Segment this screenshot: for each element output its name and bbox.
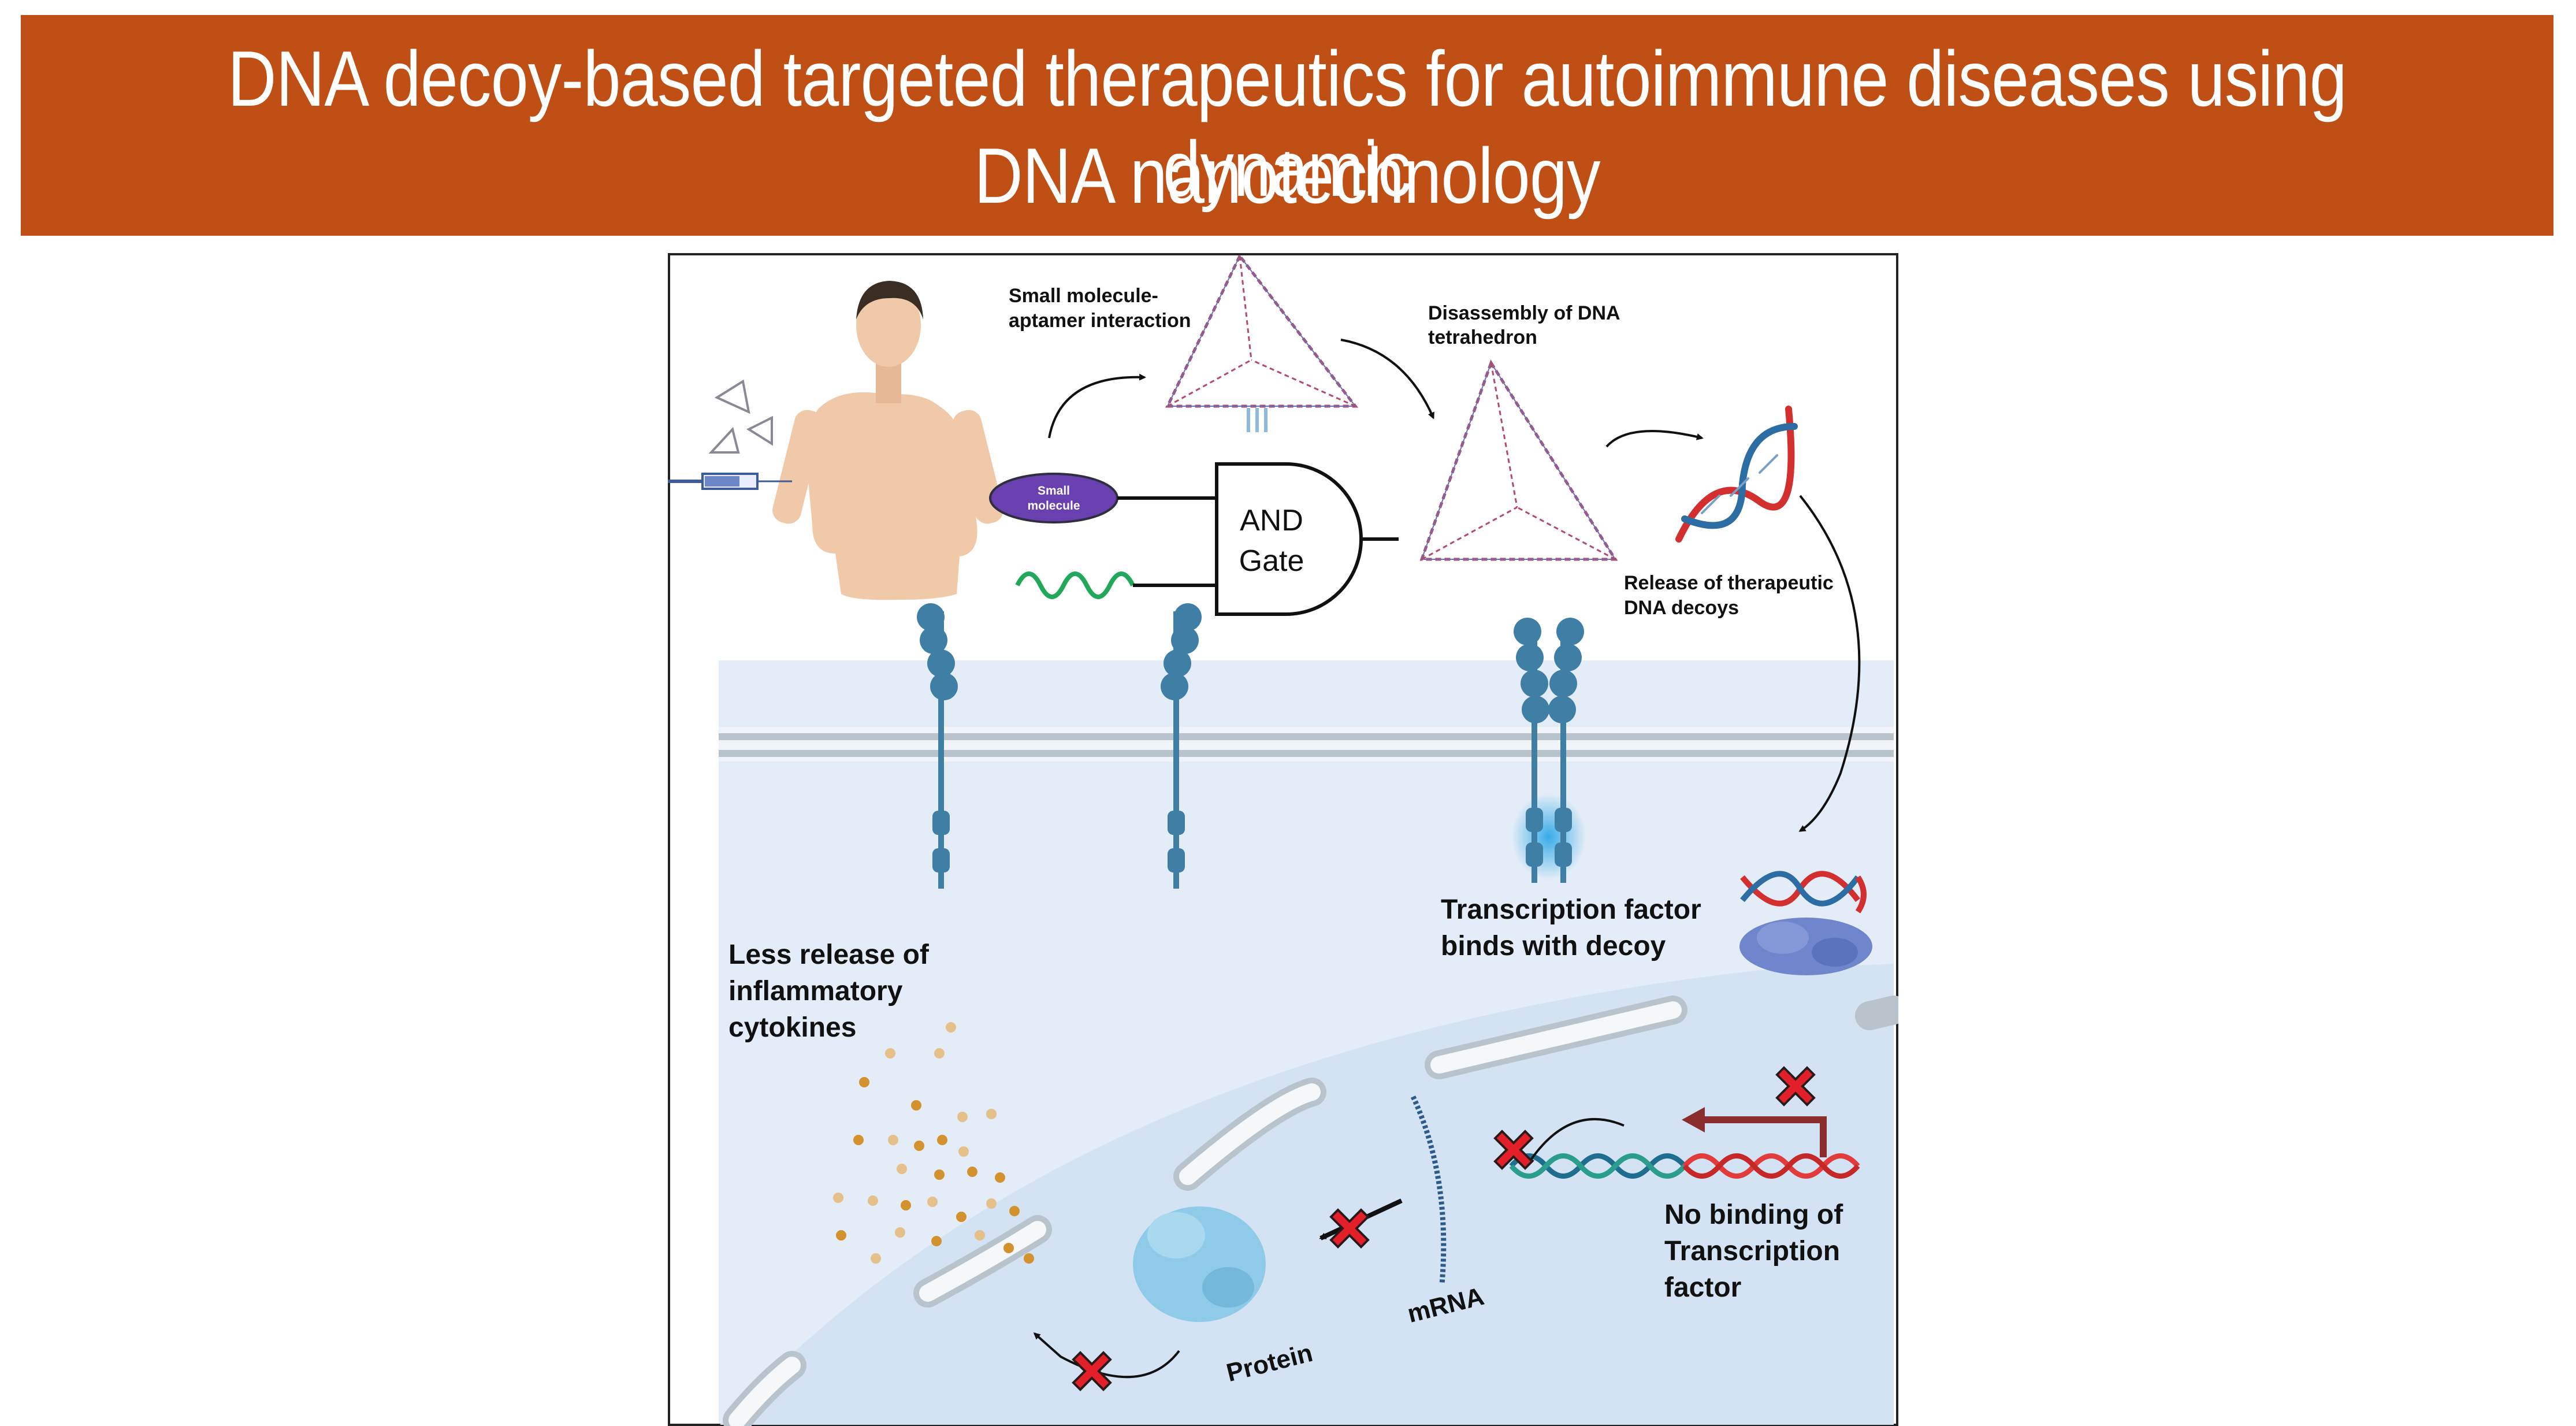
arrow-transcription <box>1527 1117 1625 1165</box>
tetrahedron-icon-disassembling <box>1419 359 1618 561</box>
label-small-molecule-aptamer-1: Small molecule- <box>1009 285 1158 307</box>
transcription-factor-icon <box>1739 918 1872 975</box>
arrow-secretion <box>1033 1332 1180 1378</box>
protein-icon <box>1133 1206 1266 1322</box>
arrow-to-tetrahedron <box>1048 373 1146 439</box>
arrow-to-decoys <box>1605 430 1704 448</box>
cytokine-dot-icon <box>833 1022 1034 1264</box>
dna-helix-icon <box>1675 406 1798 543</box>
receptor-icon <box>1161 603 1202 889</box>
small-molecule-label-1: Small <box>1038 484 1070 497</box>
block-x-icon <box>1072 1351 1112 1391</box>
label-release-2: DNA decoys <box>1624 597 1739 619</box>
nuclear-envelope <box>723 996 1898 1426</box>
person-icon <box>772 281 1003 600</box>
title-banner: DNA decoy-based targeted therapeutics fo… <box>21 15 2553 236</box>
diagram-figure: Small molecule AND Gate <box>668 253 1898 1426</box>
and-gate-icon <box>1117 462 1399 616</box>
and-gate-label-1: AND <box>1240 504 1303 537</box>
aptamer-wave <box>1015 571 1135 599</box>
mrna-strand <box>1410 1096 1447 1285</box>
tetrahedron-icon <box>1165 253 1359 432</box>
promoter-arrow <box>1699 1116 1827 1157</box>
receptor-icon <box>917 603 958 889</box>
label-disassembly-2: tetrahedron <box>1428 326 1537 348</box>
block-x-icon <box>1493 1130 1534 1170</box>
title-line-2: DNA nanotechnology <box>974 132 1600 220</box>
tetrahedron-icon-small <box>708 379 773 454</box>
syringe-icon <box>668 473 792 490</box>
nucleus-region <box>720 964 1894 1425</box>
diagram-canvas: Small molecule AND Gate <box>668 253 1898 1426</box>
receptor-icon <box>1514 618 1584 883</box>
label-tf-binds-1: Transcription factor <box>1441 894 1701 925</box>
label-small-molecule-aptamer-2: aptamer interaction <box>1009 310 1191 332</box>
arrow-to-disassembly <box>1340 339 1434 419</box>
promoter-arrowhead <box>1682 1107 1705 1132</box>
gene-dna-icon <box>1509 1153 1860 1179</box>
label-disassembly-1: Disassembly of DNA <box>1428 302 1620 324</box>
label-release-1: Release of therapeutic <box>1624 572 1834 594</box>
label-no-binding-2: Transcription <box>1664 1236 1840 1267</box>
label-no-binding-3: factor <box>1664 1272 1741 1303</box>
block-x-icon <box>1329 1208 1370 1249</box>
label-no-binding-1: No binding of <box>1664 1200 1843 1230</box>
label-less-release-1: Less release of <box>728 939 930 970</box>
label-less-release-2: inflammatory <box>728 976 903 1007</box>
title-line-1: DNA decoy-based targeted therapeutics fo… <box>228 35 2347 213</box>
block-x-icon <box>1775 1066 1816 1106</box>
label-less-release-3: cytokines <box>728 1012 856 1043</box>
small-molecule-label-2: molecule <box>1027 499 1080 513</box>
dna-helix-icon-bound <box>1740 871 1867 913</box>
label-tf-binds-2: binds with decoy <box>1441 931 1666 961</box>
arrow-to-cell <box>1798 495 1861 832</box>
and-gate-label-2: Gate <box>1239 544 1304 578</box>
activation-glow <box>1511 793 1586 880</box>
small-molecule-icon <box>989 473 1118 523</box>
